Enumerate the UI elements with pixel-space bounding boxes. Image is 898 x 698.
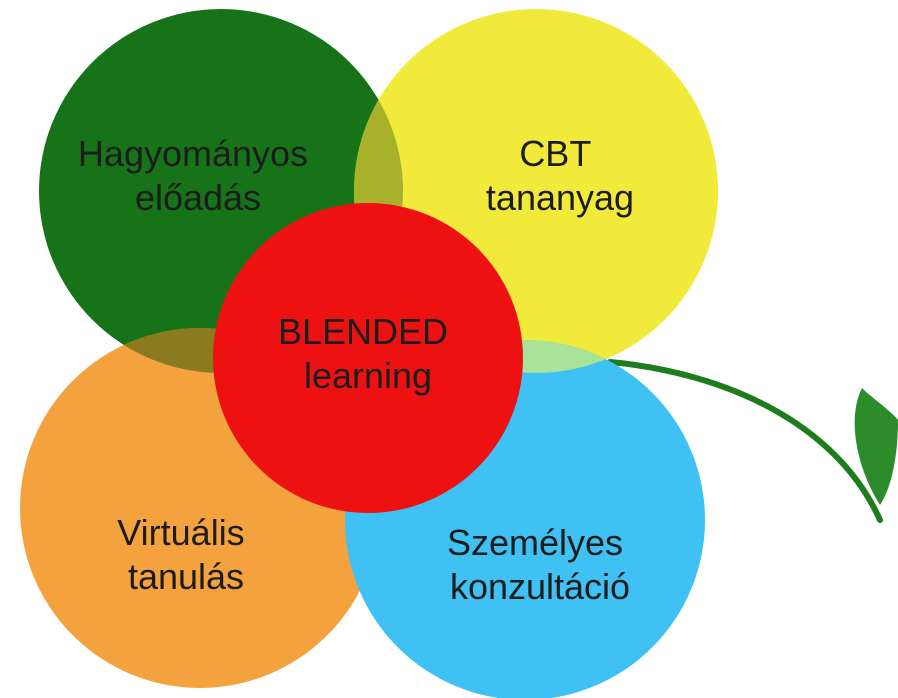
flower-stem: [607, 359, 898, 523]
traditional-label: Hagyományos előadás: [78, 133, 318, 218]
traditional-line1: Hagyományos: [78, 133, 308, 174]
center-blended-circle: [213, 203, 523, 513]
traditional-line2: előadás: [135, 177, 261, 218]
leaf-shape: [854, 388, 898, 505]
cbt-label: CBT tananyag: [486, 133, 634, 218]
center-line2: learning: [304, 355, 432, 396]
personal-line2: konzultáció: [450, 566, 630, 607]
virtual-label: Virtuális tanulás: [117, 512, 254, 597]
cbt-line1: CBT: [519, 133, 591, 174]
stem-line: [607, 359, 883, 523]
virtual-line1: Virtuális: [117, 512, 244, 553]
virtual-line2: tanulás: [128, 556, 244, 597]
cbt-line2: tananyag: [486, 177, 634, 218]
personal-label: Személyes konzultáció: [447, 522, 633, 607]
personal-line1: Személyes: [447, 522, 623, 563]
center-label: BLENDED learning: [278, 311, 458, 396]
center-line1: BLENDED: [278, 311, 448, 352]
